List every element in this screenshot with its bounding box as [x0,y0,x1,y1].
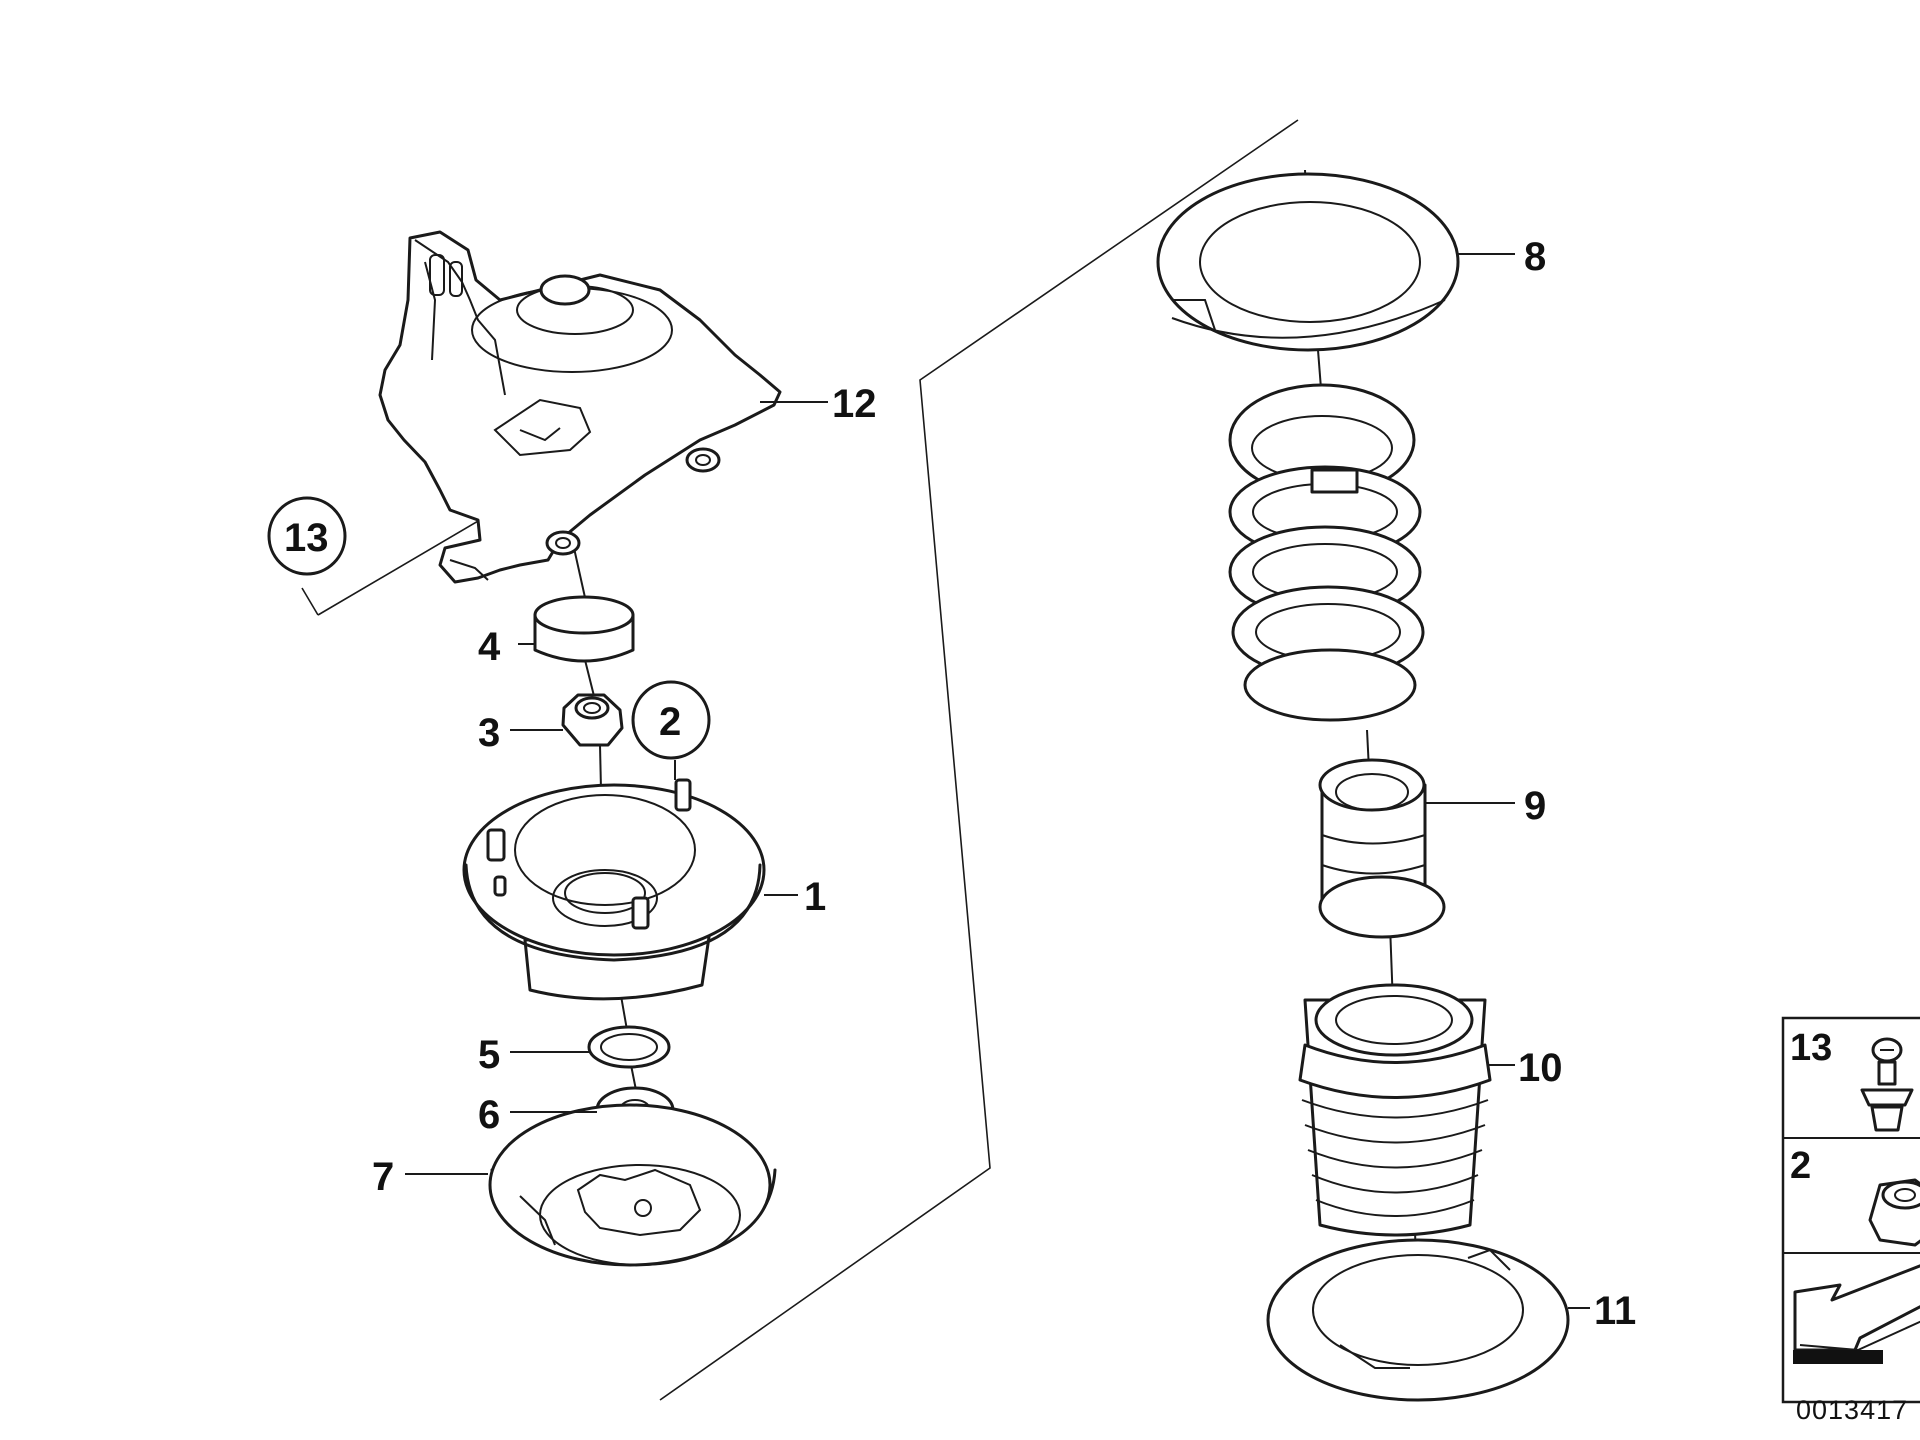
callout-13-circle [267,496,347,576]
callout-12: 12 [832,382,877,426]
callout-9: 9 [1524,784,1546,828]
legend-panel: 13 2 [1781,1016,1920,1404]
arrow-direction-icon [1793,1264,1920,1364]
part-9-bump-stop [1318,758,1446,939]
hex-nut-icon [1868,1178,1920,1247]
callout-11: 11 [1594,1289,1636,1333]
callout-5: 5 [478,1033,500,1077]
part-3-hex-nut [561,693,624,747]
screw-rivet-icon [1860,1037,1914,1132]
callout-labels: 12 13 4 3 2 1 5 6 7 8 9 10 11 [267,235,1636,1333]
callout-7: 7 [372,1155,394,1199]
callout-4: 4 [478,625,501,669]
leader-lines [405,253,1590,1309]
callout-3: 3 [478,711,500,755]
callout-6: 6 [478,1093,500,1137]
callout-1: 1 [804,875,826,919]
legend-item-2-number: 2 [1790,1145,1811,1187]
part-12-strut-tower-bracket [378,230,782,584]
callout-10: 10 [1518,1046,1563,1090]
part-10-protective-boot [1298,983,1492,1237]
part-1-strut-support-mount [462,778,766,1001]
callout-2: 2 [659,700,681,744]
part-11-lower-spring-pad [1266,1238,1570,1402]
part-8-upper-spring-pad [1156,172,1460,352]
callout-2-circle [631,680,711,760]
callout-8: 8 [1524,235,1546,279]
part-9-coil-spring [1228,383,1425,722]
part-4-dust-cap [533,595,635,663]
legend-item-13-number: 13 [1790,1027,1832,1069]
callout-13: 13 [284,516,329,560]
diagram-reference-number: 0013417 [1796,1395,1909,1425]
part-7-upper-spring-plate [488,1103,777,1267]
part-5-sealing-ring [587,1025,671,1069]
